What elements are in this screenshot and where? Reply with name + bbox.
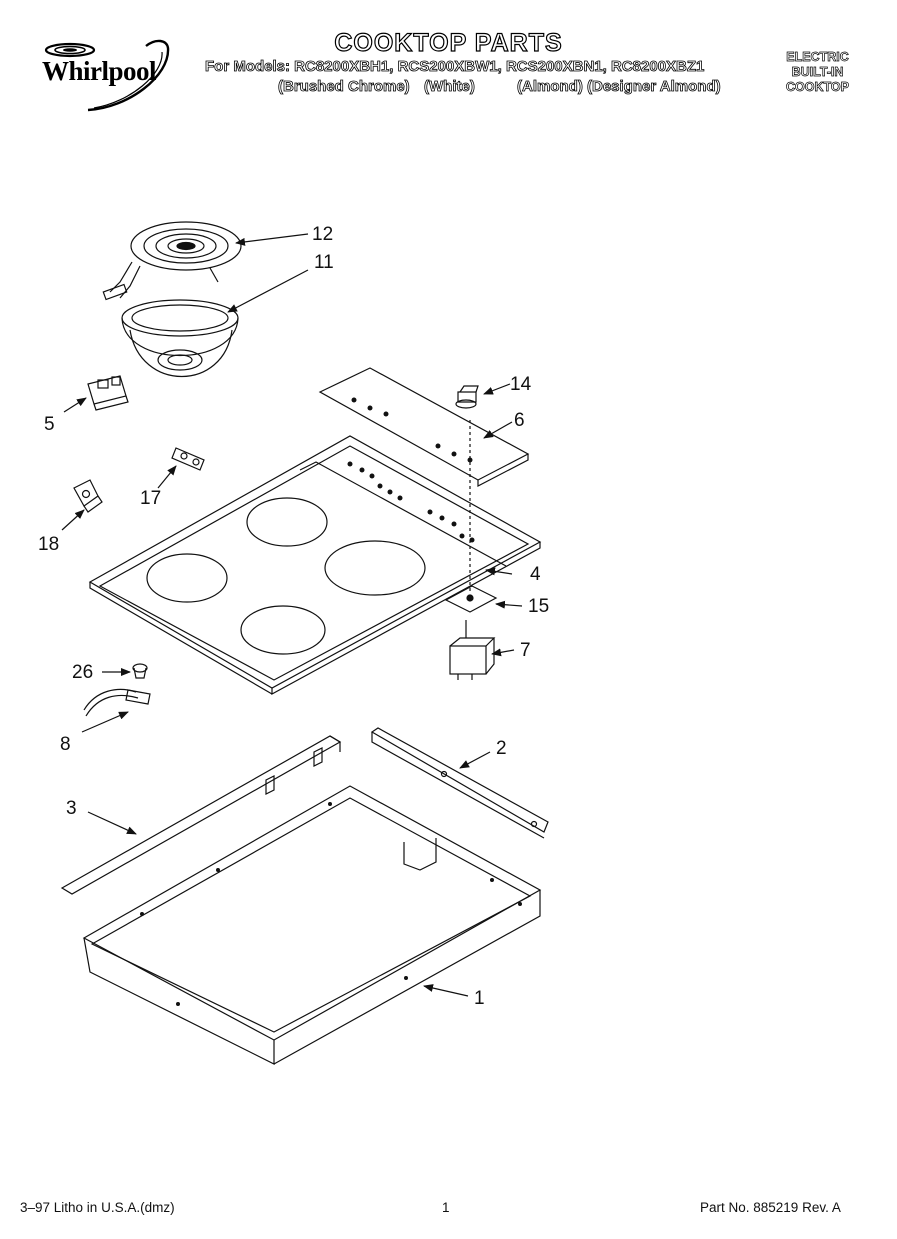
model-number: RCS200XBN1, bbox=[505, 58, 608, 76]
callout-label: 12 bbox=[312, 224, 333, 245]
control-knob bbox=[455, 385, 479, 409]
model-color: (White) bbox=[424, 78, 476, 96]
title-text: COOKTOP PARTS bbox=[334, 28, 563, 57]
switch-mounting-plate bbox=[444, 420, 498, 613]
control-panel-strip bbox=[318, 367, 530, 487]
drip-bowl bbox=[121, 299, 239, 377]
callout-leaders bbox=[61, 233, 523, 997]
callout-label: 6 bbox=[514, 410, 525, 431]
callout-label: 5 bbox=[44, 414, 55, 435]
appliance-type: ELECTRIC BUILT-IN COOKTOP bbox=[770, 50, 865, 95]
model-color: (Almond) bbox=[517, 78, 584, 96]
whirlpool-logo: Whirlpool bbox=[38, 36, 193, 116]
surface-element-coil bbox=[102, 221, 242, 301]
wire-connector bbox=[171, 447, 205, 471]
print-info: 3–97 Litho in U.S.A.(dmz) bbox=[20, 1200, 175, 1215]
terminal-bracket bbox=[73, 479, 103, 513]
cooktop-base-pan bbox=[82, 785, 542, 1065]
exploded-parts-diagram: 12 11 5 14 6 17 18 4 15 7 26 8 2 3 1 bbox=[38, 221, 549, 1065]
whirlpool-swirl-icon bbox=[44, 39, 170, 112]
callout-label: 11 bbox=[314, 252, 334, 273]
model-color: (Brushed Chrome) bbox=[278, 78, 410, 96]
callout-label: 2 bbox=[496, 738, 507, 759]
cooktop-main-top bbox=[88, 435, 542, 696]
callout-label: 7 bbox=[520, 640, 531, 661]
callout-label: 3 bbox=[66, 798, 77, 819]
models-prefix: For Models: bbox=[205, 58, 291, 76]
callout-label: 26 bbox=[72, 662, 93, 683]
appliance-type-line: COOKTOP bbox=[786, 80, 850, 95]
part-number: Part No. 885219 Rev. A bbox=[700, 1200, 841, 1215]
model-color: (Designer Almond) bbox=[587, 78, 721, 96]
callout-label: 18 bbox=[38, 534, 59, 555]
model-list: For Models: RC8200XBH1, RCS200XBW1, RCS2… bbox=[205, 58, 705, 76]
appliance-type-line: BUILT-IN bbox=[791, 65, 844, 80]
callout-label: 15 bbox=[528, 596, 549, 617]
model-number: RCS200XBW1, bbox=[397, 58, 502, 76]
clip bbox=[132, 663, 148, 679]
side-rail-right bbox=[370, 727, 549, 839]
wire-harness bbox=[83, 688, 151, 717]
callout-label: 14 bbox=[510, 374, 532, 395]
infinite-switch bbox=[449, 620, 496, 680]
model-number: RC8200XBZ1 bbox=[611, 58, 705, 76]
callout-label: 4 bbox=[530, 564, 541, 585]
model-number: RC8200XBH1, bbox=[294, 58, 394, 76]
callout-label: 17 bbox=[140, 488, 161, 509]
page-title: COOKTOP PARTS bbox=[0, 28, 897, 58]
page-number: 1 bbox=[442, 1200, 450, 1215]
callout-numbers: 12 11 5 14 6 17 18 4 15 7 26 8 2 3 1 bbox=[38, 224, 549, 1009]
side-rail-left bbox=[60, 735, 342, 895]
brand-name: Whirlpool bbox=[42, 56, 157, 86]
callout-label: 1 bbox=[474, 988, 485, 1009]
terminal-block-receptacle bbox=[87, 375, 129, 411]
callout-label: 8 bbox=[60, 734, 71, 755]
appliance-type-line: ELECTRIC bbox=[786, 50, 849, 65]
